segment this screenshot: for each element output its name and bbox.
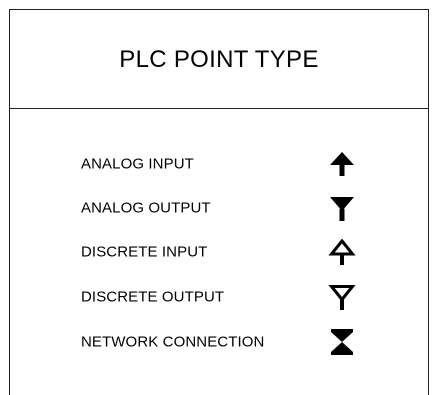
legend-row-discrete-output: DISCRETE OUTPUT: [10, 282, 430, 312]
outlined-up-arrow-icon: [328, 237, 356, 267]
legend-header: PLC POINT TYPE: [10, 10, 428, 109]
filled-up-arrow-icon: [328, 149, 356, 179]
legend-label: DISCRETE INPUT: [81, 243, 208, 261]
legend-row-discrete-input: DISCRETE INPUT: [10, 237, 430, 267]
legend-label: DISCRETE OUTPUT: [81, 288, 225, 306]
filled-down-triangle-icon: [328, 193, 356, 223]
legend-row-analog-output: ANALOG OUTPUT: [10, 193, 430, 223]
hourglass-icon: [328, 327, 356, 357]
legend-label: NETWORK CONNECTION: [81, 333, 265, 351]
legend-label: ANALOG INPUT: [81, 155, 194, 173]
outlined-down-triangle-icon: [328, 282, 356, 312]
legend-title: PLC POINT TYPE: [119, 46, 319, 73]
legend-frame: PLC POINT TYPE ANALOG INPUT ANALOG OUTPU…: [9, 9, 429, 395]
legend-row-analog-input: ANALOG INPUT: [10, 149, 430, 179]
legend-label: ANALOG OUTPUT: [81, 199, 211, 217]
legend-row-network-connection: NETWORK CONNECTION: [10, 327, 430, 357]
